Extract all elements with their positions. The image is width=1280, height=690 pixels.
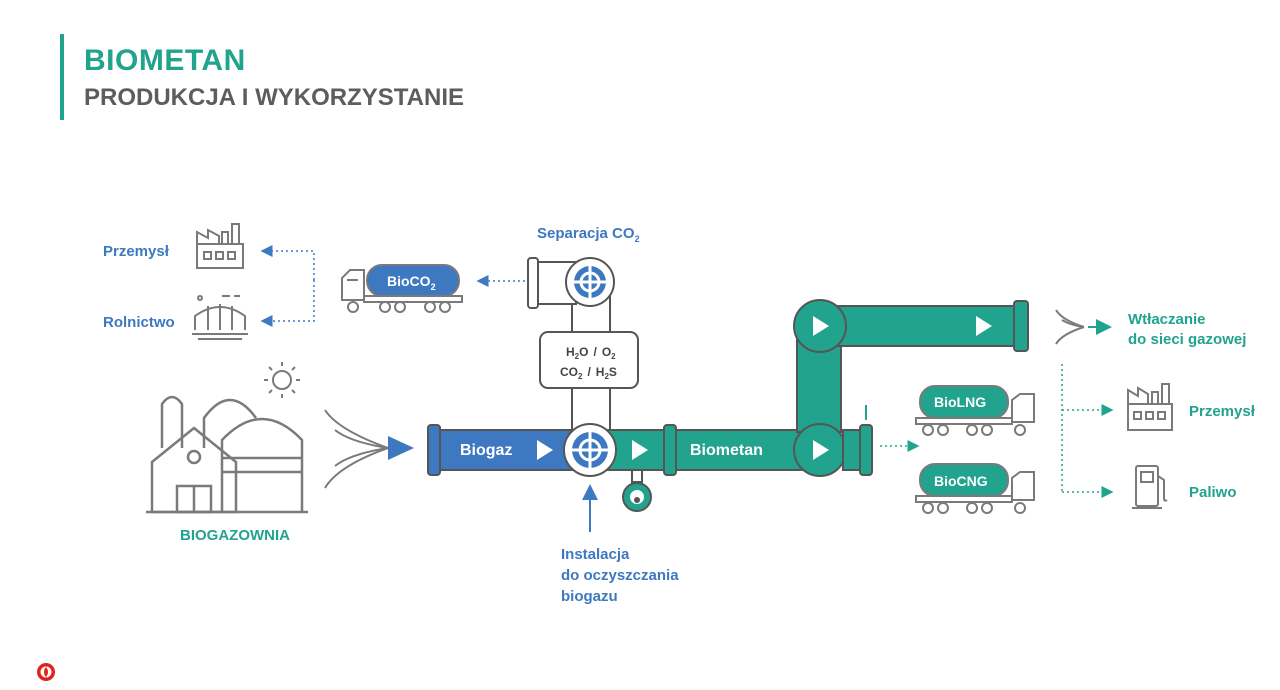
biolng-label: BioLNG	[934, 394, 986, 410]
impurities-line2: CO2/H2S	[560, 365, 617, 381]
przemysl-left-label: Przemysł	[103, 243, 170, 260]
funnel-arrow-icon	[1055, 309, 1085, 345]
paliwo-label: Paliwo	[1189, 484, 1237, 501]
bioco2-tank	[366, 264, 460, 297]
separacja-label: Separacja CO2	[537, 225, 640, 244]
valve-icon	[565, 257, 615, 307]
biocng-tank	[919, 463, 1009, 497]
wtlaczanie-label: Wtłaczanie do sieci gazowej	[1128, 311, 1246, 348]
biogazownia-label: BIOGAZOWNIA	[180, 527, 290, 544]
header-accent-bar	[60, 34, 64, 120]
sun-icon	[264, 362, 300, 398]
biocng-label: BioCNG	[934, 473, 988, 489]
rolnictwo-label: Rolnictwo	[103, 314, 175, 331]
page-subtitle: PRODUKCJA I WYKORZYSTANIE	[84, 84, 465, 111]
biometan-label: Biometan	[690, 442, 763, 459]
valve-icon	[563, 423, 617, 477]
brand-logo-icon	[37, 663, 55, 681]
fuel-pump-icon	[1132, 465, 1168, 509]
instalacja-label: Instalacja do oczyszczania biogazu	[561, 546, 683, 605]
biogas-plant-icon	[146, 395, 308, 514]
biogaz-label: Biogaz	[460, 442, 512, 459]
bioco2-label: BioCO2	[387, 273, 436, 292]
impurities-line1: H2O/O2	[566, 345, 616, 361]
factory-icon	[1127, 383, 1173, 431]
gauge-icon	[622, 469, 652, 512]
page-title: BIOMETAN	[84, 44, 246, 77]
przemysl-right-label: Przemysł	[1189, 403, 1256, 420]
funnel-arrow-icon	[324, 409, 389, 489]
factory-icon	[196, 223, 244, 269]
tanker-truck-icon	[915, 471, 1035, 514]
biolng-tank	[919, 385, 1009, 419]
greenhouse-icon	[192, 295, 248, 340]
impurities-box	[539, 331, 639, 389]
